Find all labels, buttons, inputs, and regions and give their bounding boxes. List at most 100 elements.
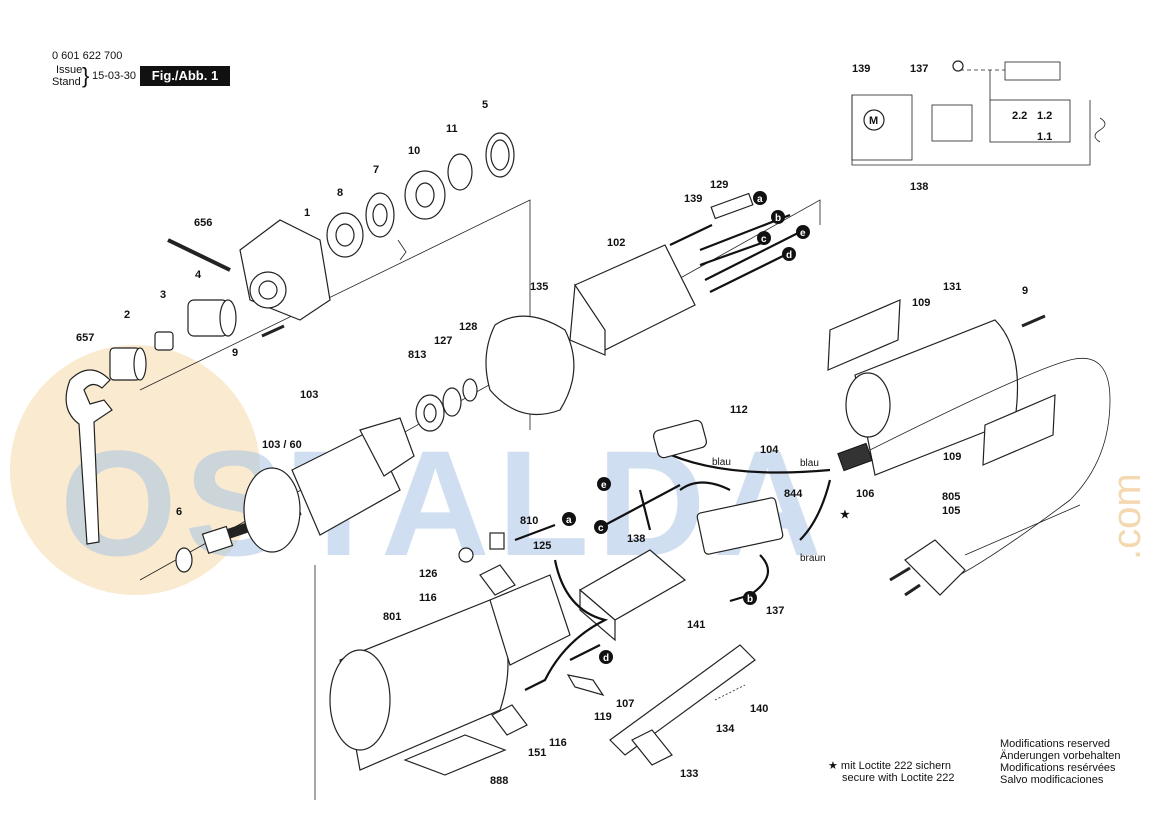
label-6: 6	[176, 506, 182, 518]
footer-line-2: Änderungen vorbehalten	[1000, 750, 1121, 762]
loctite-line-2: secure with Loctite 222	[842, 772, 955, 784]
plug-105	[889, 504, 1081, 597]
label-7: 7	[373, 164, 379, 176]
motor-symbol: M	[869, 115, 878, 127]
schematic-label-137: 137	[910, 63, 928, 75]
label-128: 128	[459, 321, 477, 333]
loctite-note: ★ mit Loctite 222 sichern secure with Lo…	[828, 760, 955, 784]
issue-date: 15-03-30	[92, 70, 137, 82]
screw-9a	[261, 324, 285, 338]
label-104: 104	[760, 444, 779, 456]
svg-text:d: d	[603, 653, 609, 664]
connector-b-mid	[743, 591, 757, 605]
svg-text:a: a	[566, 515, 572, 526]
pin-656	[167, 238, 231, 272]
label-106: 106	[856, 488, 874, 500]
label-1: 1	[304, 207, 310, 219]
fan-guide-135	[485, 315, 575, 416]
footer-line-4: Salvo modificaciones	[1000, 774, 1104, 786]
label-107: 107	[616, 698, 634, 710]
loctite-line-1: mit Loctite 222 sichern	[840, 760, 951, 772]
label-125: 125	[533, 540, 551, 552]
module-141	[578, 549, 687, 642]
label-656: 656	[194, 217, 212, 229]
label-8: 8	[337, 187, 343, 199]
label-151: 151	[528, 747, 546, 759]
document-number: 0 601 622 700	[52, 50, 123, 62]
label-3: 3	[160, 289, 166, 301]
connector-c-mid	[594, 520, 608, 534]
stand-label: Stand	[52, 76, 81, 88]
watermark-com: .com	[1105, 473, 1149, 560]
label-102: 102	[607, 237, 625, 249]
bearings-813-127-128	[415, 378, 478, 432]
svg-text:a: a	[757, 194, 763, 205]
label-116a: 116	[419, 592, 437, 604]
housing-801	[329, 574, 571, 771]
connector-e-top	[796, 225, 810, 239]
contact-2-2: 2.2	[1012, 110, 1027, 122]
flange-1	[239, 219, 331, 321]
label-11: 11	[446, 123, 458, 135]
schematic-labels: 139 137 138 M 2.2 1.2 1.1	[852, 63, 1052, 193]
modifications-notice: Modifications reserved Änderungen vorbeh…	[1000, 738, 1120, 786]
footer-line-3: Modifications resérvées	[1000, 762, 1116, 774]
capacitor-112	[652, 419, 708, 459]
svg-text:e: e	[800, 228, 806, 239]
label-135: 135	[530, 281, 548, 293]
nut-2	[109, 347, 147, 381]
connector-c-top	[757, 231, 771, 245]
bearing-set	[326, 132, 515, 261]
footer-line-1: Modifications reserved	[1000, 738, 1111, 750]
contact-1-2: 1.2	[1037, 110, 1052, 122]
label-9a: 9	[232, 347, 238, 359]
label-109a: 109	[912, 297, 930, 309]
wires-top	[669, 192, 801, 293]
housing-131	[827, 299, 1111, 581]
wire-label-blau-1: blau	[712, 457, 731, 468]
watermark-text: OSTALDA	[60, 419, 830, 587]
label-116b: 116	[549, 737, 567, 749]
label-801: 801	[383, 611, 401, 623]
schematic-label-139: 139	[852, 63, 870, 75]
contact-1-1: 1.1	[1037, 131, 1052, 143]
part-labels: 5 11 10 7 8 1 656 4 3 2 657 9 103 103 / …	[76, 99, 1028, 787]
label-2: 2	[124, 309, 130, 321]
label-103-60: 103 / 60	[262, 439, 302, 451]
svg-text:d: d	[786, 250, 792, 261]
connector-a-top	[753, 191, 767, 205]
svg-text:b: b	[775, 213, 781, 224]
svg-text:c: c	[761, 234, 767, 245]
label-134: 134	[716, 723, 735, 735]
slider-134	[609, 644, 756, 766]
screw-9b	[1021, 314, 1046, 328]
connector-tags: a b c e d e c b a d	[562, 191, 810, 664]
label-133: 133	[680, 768, 698, 780]
connector-e-mid	[597, 477, 611, 491]
svg-text:b: b	[747, 594, 753, 605]
spacer-4	[187, 299, 237, 337]
label-129: 129	[710, 179, 728, 191]
connector-a-low	[562, 512, 576, 526]
label-5: 5	[482, 99, 488, 111]
wire-label-blau-2: blau	[800, 458, 819, 469]
connector-d-low	[599, 650, 613, 664]
label-10: 10	[408, 145, 420, 157]
label-127: 127	[434, 335, 452, 347]
issue-label: Issue	[56, 64, 83, 76]
star-icon: ★	[828, 760, 841, 772]
label-137: 137	[766, 605, 784, 617]
label-126: 126	[419, 568, 437, 580]
washer-6	[175, 547, 193, 573]
label-9b: 9	[1022, 285, 1028, 297]
field-102	[569, 244, 696, 356]
label-140: 140	[750, 703, 768, 715]
wiring-schematic	[851, 60, 1106, 166]
label-119: 119	[594, 711, 612, 723]
connector-b-top	[771, 210, 785, 224]
label-109b: 109	[943, 451, 961, 463]
label-131: 131	[943, 281, 961, 293]
wrench-657	[65, 369, 113, 545]
label-141: 141	[687, 619, 705, 631]
